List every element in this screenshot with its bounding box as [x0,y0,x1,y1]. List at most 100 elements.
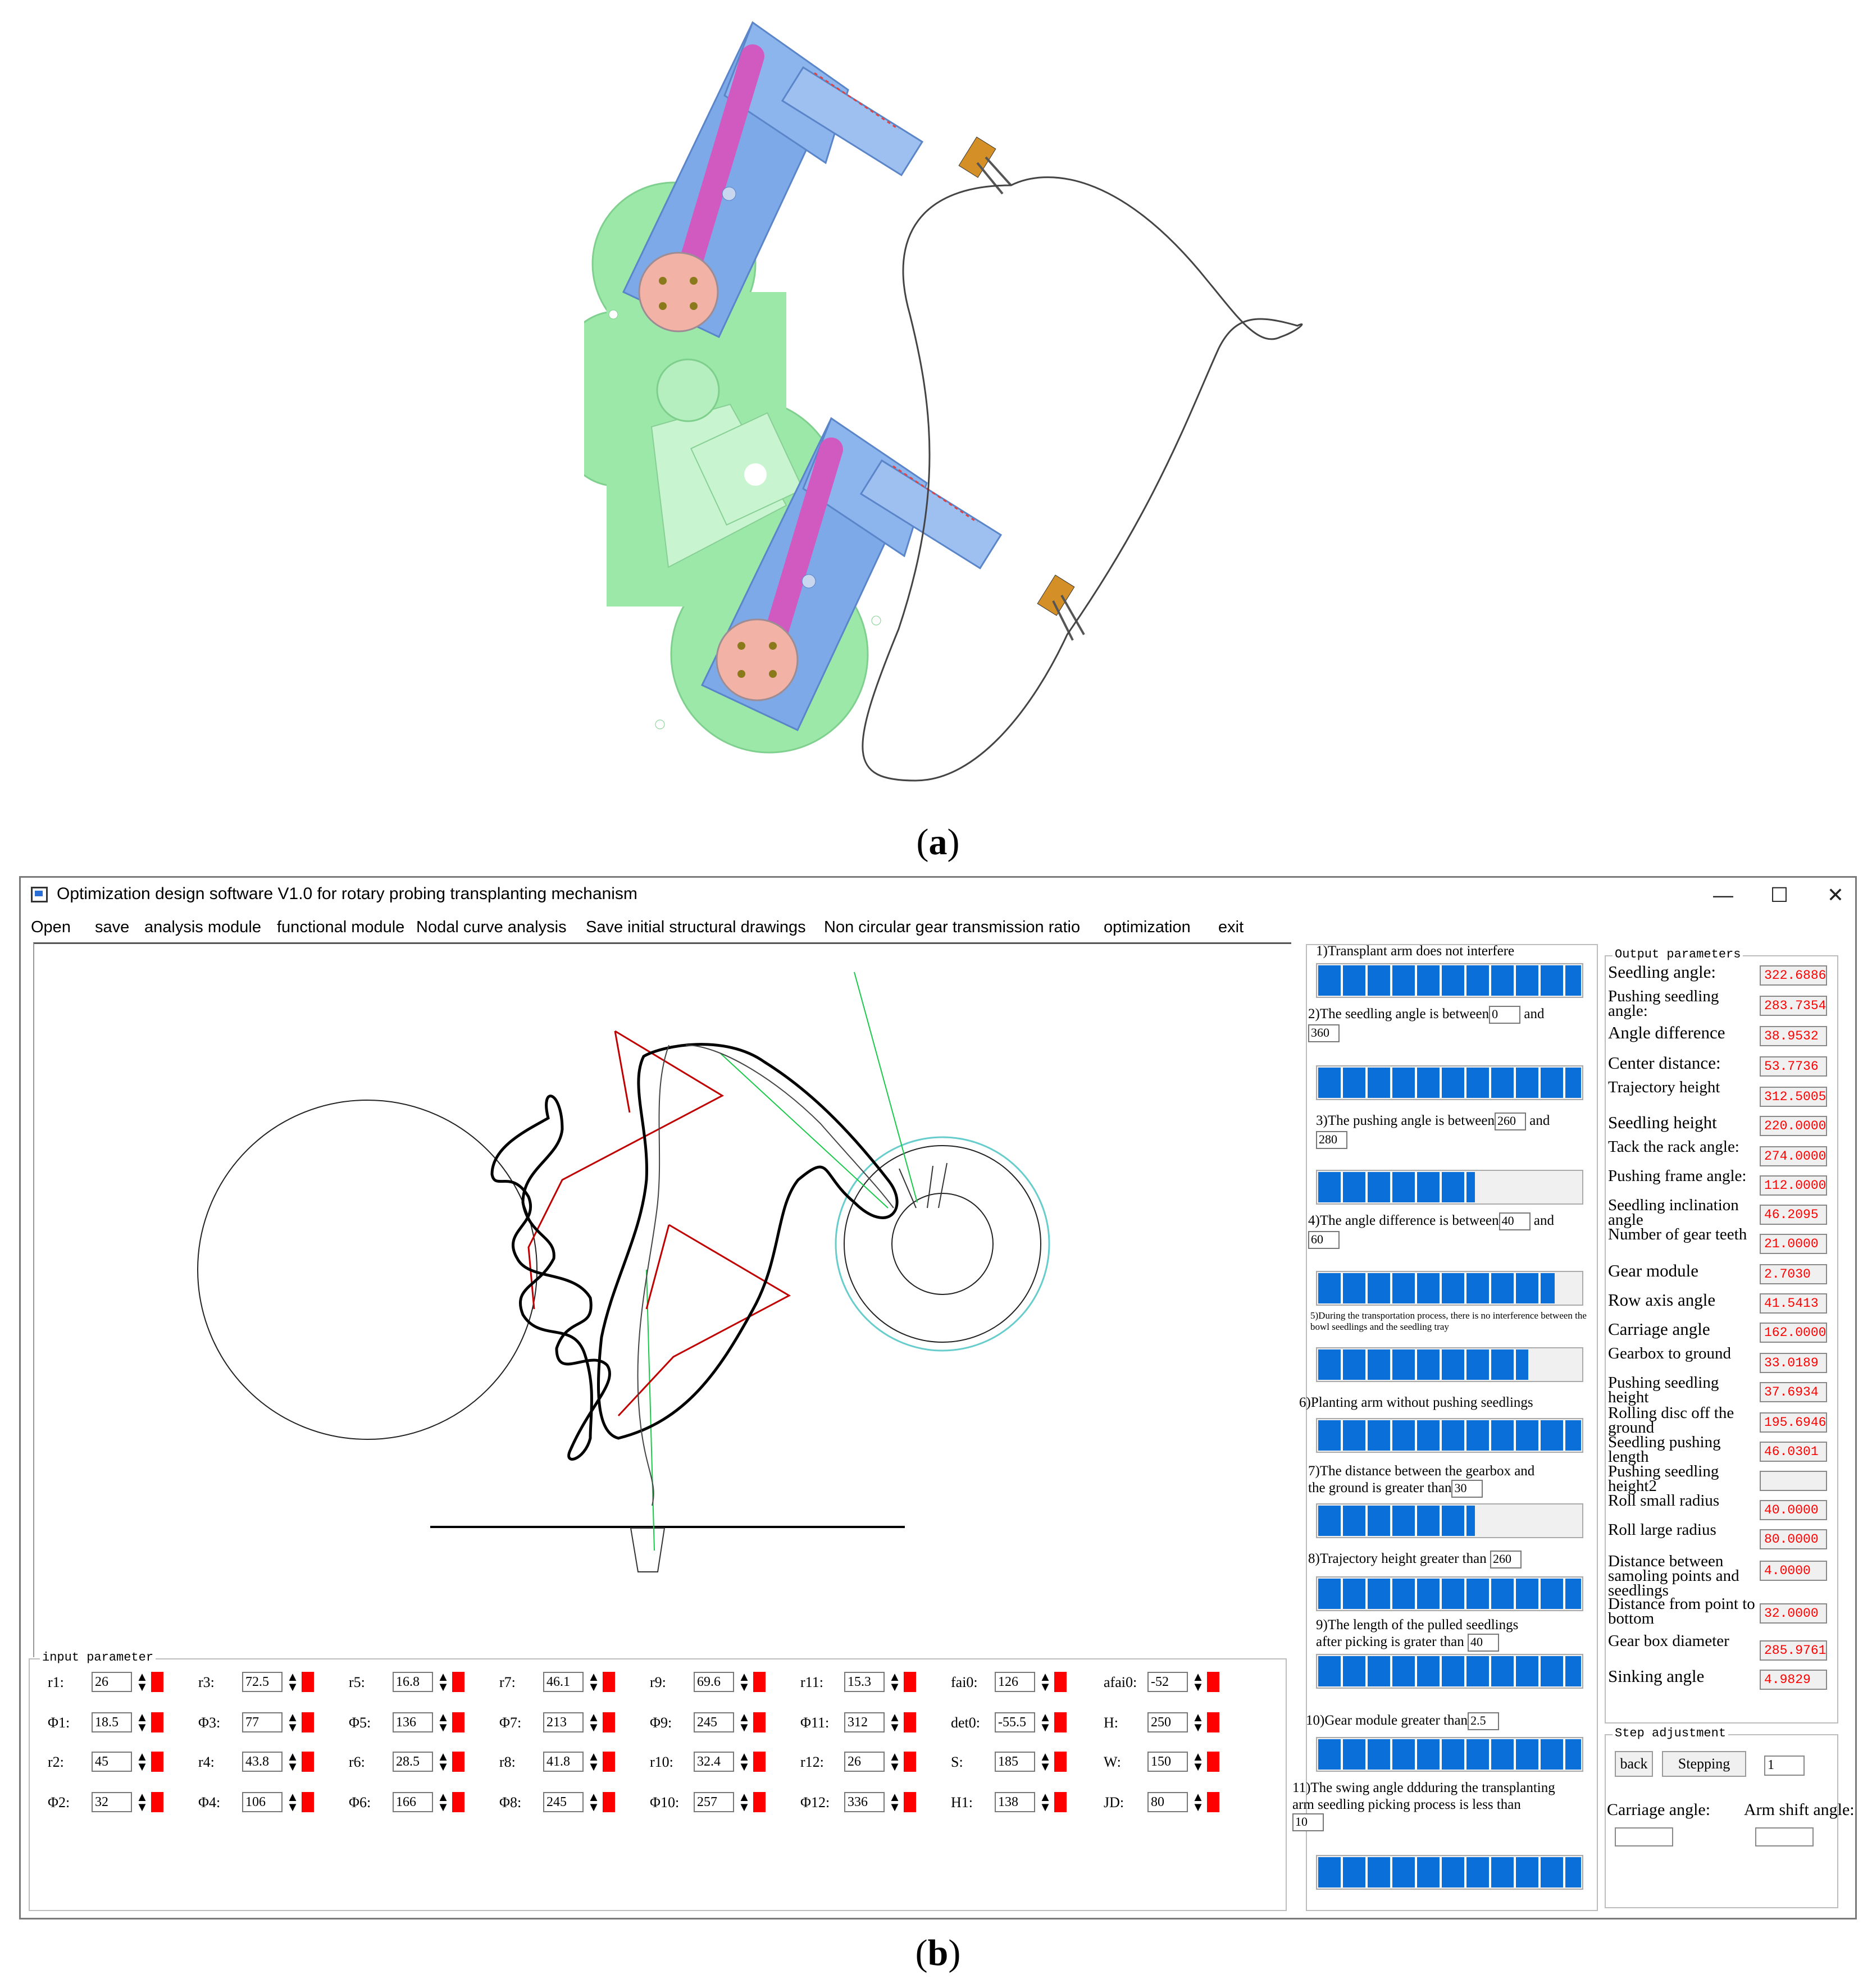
spinner-arrows-icon[interactable]: ▲ ▼ [136,1749,148,1773]
input-param-field[interactable]: 257 [694,1792,734,1812]
spinner-arrows-icon[interactable]: ▲ ▼ [738,1790,750,1814]
spinner-arrows-icon[interactable]: ▲ ▼ [587,1710,600,1734]
constraint-2-max-input[interactable]: 360 [1308,1024,1340,1042]
trajectory-canvas[interactable] [33,942,1291,1657]
constraint-4-max-input[interactable]: 60 [1308,1230,1340,1249]
input-param-field[interactable]: 166 [393,1792,433,1812]
input-param-field[interactable]: 32.4 [694,1752,734,1772]
spinner-arrows-icon[interactable]: ▲ ▼ [889,1670,901,1694]
close-button[interactable]: ✕ [1827,883,1844,906]
spinner-arrows-icon[interactable]: ▲ ▼ [889,1790,901,1814]
maximize-button[interactable]: ☐ [1770,883,1789,906]
spinner-arrows-icon[interactable]: ▲ ▼ [587,1790,600,1814]
spinner-arrows-icon[interactable]: ▲ ▼ [1039,1670,1051,1694]
input-param-field[interactable]: 41.8 [543,1752,584,1772]
menu-analysis-module[interactable]: analysis module [144,918,261,936]
spinner-arrows-icon[interactable]: ▲ ▼ [1192,1670,1204,1694]
spinner-arrows-icon[interactable]: ▲ ▼ [889,1710,901,1734]
menu-exit[interactable]: exit [1218,918,1244,936]
red-indicator [904,1672,916,1692]
output-param-value: 46.0301 [1760,1442,1827,1462]
constraint-3-max-input[interactable]: 280 [1316,1130,1347,1149]
input-param-field[interactable]: 213 [543,1712,584,1732]
input-param-field[interactable]: 336 [844,1792,885,1812]
input-param-field[interactable]: 312 [844,1712,885,1732]
spinner-arrows-icon[interactable]: ▲ ▼ [437,1749,449,1773]
minimize-button[interactable]: — [1713,883,1733,906]
output-param-label: Pushing seedling height2 [1608,1462,1719,1495]
constraint-10-input[interactable]: 2.5 [1468,1712,1500,1731]
spinner-arrows-icon[interactable]: ▲ ▼ [286,1749,299,1773]
menu-nodal-curve-analysis[interactable]: Nodal curve analysis [416,918,567,936]
stepping-button[interactable]: Stepping [1662,1751,1746,1777]
input-param-field[interactable]: 250 [1147,1712,1188,1732]
spinner-arrows-icon[interactable]: ▲ ▼ [587,1749,600,1773]
constraint-9-input[interactable]: 40 [1468,1634,1500,1652]
spinner-arrows-icon[interactable]: ▲ ▼ [136,1710,148,1734]
spinner-arrows-icon[interactable]: ▲ ▼ [738,1710,750,1734]
input-param-field[interactable]: 46.1 [543,1672,584,1692]
spinner-arrows-icon[interactable]: ▲ ▼ [1192,1710,1204,1734]
input-param-field[interactable]: -55.5 [995,1712,1035,1732]
input-param-field[interactable]: 43.8 [242,1752,283,1772]
arm-shift-angle-input[interactable] [1755,1827,1814,1846]
menu-save[interactable]: save [95,918,130,936]
back-button[interactable]: back [1615,1751,1653,1777]
input-param-field[interactable]: 26 [844,1752,885,1772]
constraint-2-min-input[interactable]: 0 [1489,1006,1521,1024]
input-param-field[interactable]: 26 [92,1672,132,1692]
constraint-7-input[interactable]: 30 [1451,1480,1483,1498]
spinner-arrows-icon[interactable]: ▲ ▼ [286,1670,299,1694]
spinner-arrows-icon[interactable]: ▲ ▼ [437,1790,449,1814]
input-param-field[interactable]: 150 [1147,1752,1188,1772]
spinner-arrows-icon[interactable]: ▲ ▼ [1039,1749,1051,1773]
spinner-arrows-icon[interactable]: ▲ ▼ [587,1670,600,1694]
output-param-label: Gearbox to ground [1608,1344,1732,1362]
input-param-field[interactable]: 245 [543,1792,584,1812]
menu-save-initial-structural-drawings[interactable]: Save initial structural drawings [586,918,806,936]
menu-optimization[interactable]: optimization [1104,918,1191,936]
input-param-field[interactable]: 77 [242,1712,283,1732]
menu-open[interactable]: Open [31,918,71,936]
menu-functional-module[interactable]: functional module [277,918,405,936]
input-param-field[interactable]: 45 [92,1752,132,1772]
input-param-field[interactable]: 69.6 [694,1672,734,1692]
red-indicator [603,1712,615,1732]
menu-non-circular-gear-ratio[interactable]: Non circular gear transmission ratio [824,918,1081,936]
input-param-field[interactable]: 138 [995,1792,1035,1812]
step-value-input[interactable]: 1 [1764,1756,1805,1776]
spinner-arrows-icon[interactable]: ▲ ▼ [738,1749,750,1773]
input-param-field[interactable]: 185 [995,1752,1035,1772]
spinner-arrows-icon[interactable]: ▲ ▼ [1039,1710,1051,1734]
spinner-arrows-icon[interactable]: ▲ ▼ [136,1670,148,1694]
spinner-arrows-icon[interactable]: ▲ ▼ [1192,1749,1204,1773]
spinner-arrows-icon[interactable]: ▲ ▼ [889,1749,901,1773]
spinner-arrows-icon[interactable]: ▲ ▼ [437,1710,449,1734]
input-param-field[interactable]: 15.3 [844,1672,885,1692]
spinner-arrows-icon[interactable]: ▲ ▼ [286,1710,299,1734]
spinner-arrows-icon[interactable]: ▲ ▼ [136,1790,148,1814]
constraint-3-min-input[interactable]: 260 [1494,1112,1526,1131]
input-param-field[interactable]: 16.8 [393,1672,433,1692]
input-param-field[interactable]: 18.5 [92,1712,132,1732]
spinner-arrows-icon[interactable]: ▲ ▼ [1039,1790,1051,1814]
input-param-field[interactable]: 72.5 [242,1672,283,1692]
spinner-arrows-icon[interactable]: ▲ ▼ [738,1670,750,1694]
spinner-arrows-icon[interactable]: ▲ ▼ [437,1670,449,1694]
constraint-4-min-input[interactable]: 40 [1498,1212,1531,1231]
input-param-field[interactable]: 136 [393,1712,433,1732]
input-param-field[interactable]: 126 [995,1672,1035,1692]
input-param-field[interactable]: -52 [1147,1672,1188,1692]
spinner-arrows-icon[interactable]: ▲ ▼ [1192,1790,1204,1814]
input-param-field[interactable]: 106 [242,1792,283,1812]
constraint-8-input[interactable]: 260 [1490,1551,1522,1569]
constraint-11-input[interactable]: 10 [1292,1813,1324,1832]
input-param-field[interactable]: 80 [1147,1792,1188,1812]
input-param-field[interactable]: 28.5 [393,1752,433,1772]
output-param-value: 220.0000 [1760,1116,1827,1136]
input-param-field[interactable]: 32 [92,1792,132,1812]
carriage-angle-input[interactable] [1615,1827,1673,1846]
spinner-arrows-icon[interactable]: ▲ ▼ [286,1790,299,1814]
input-param-field[interactable]: 245 [694,1712,734,1732]
